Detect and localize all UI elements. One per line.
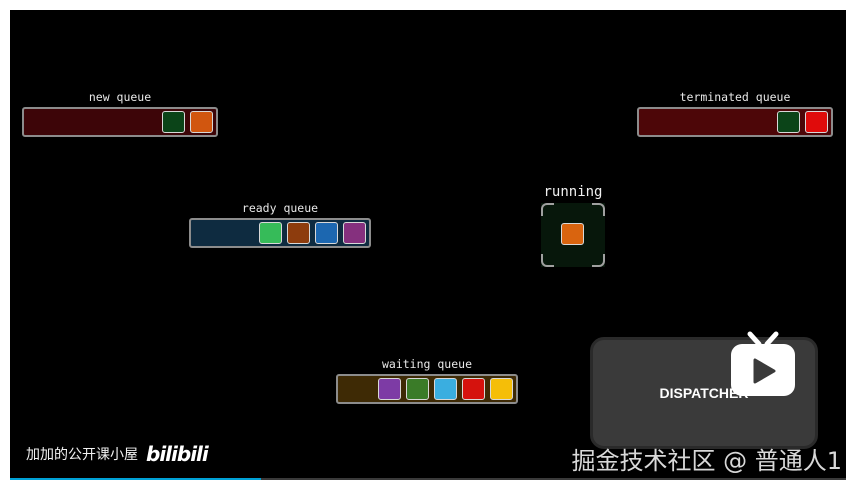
running-process [561, 223, 584, 245]
video-progress-bar[interactable] [10, 478, 846, 480]
running-slot [541, 203, 605, 267]
terminated-queue-process [777, 111, 800, 133]
ready-queue-label: ready queue [241, 201, 319, 215]
dispatcher-label: DISPATCHER [659, 385, 749, 401]
bilibili-tv-icon [731, 331, 795, 396]
terminated-queue-label: terminated queue [679, 90, 791, 104]
ready-queue [189, 218, 371, 248]
running-label: running [543, 184, 603, 200]
ready-queue-process [259, 222, 282, 244]
channel-name: 加加的公开课小屋 [26, 447, 138, 463]
waiting-queue-process [434, 378, 457, 400]
new-queue-label: new queue [88, 90, 152, 104]
new-queue [22, 107, 218, 137]
waiting-queue-process [490, 378, 513, 400]
waiting-queue-process [406, 378, 429, 400]
site-watermark: 掘金技术社区 @ 普通人1 [571, 447, 842, 475]
new-queue-process [190, 111, 213, 133]
waiting-queue-process [462, 378, 485, 400]
ready-queue-process [315, 222, 338, 244]
bilibili-logo: bilibili [146, 442, 209, 466]
channel-watermark: 加加的公开课小屋 bilibili [26, 442, 209, 466]
animation-canvas: new queue terminated queue ready queue r… [10, 10, 846, 480]
terminated-queue [637, 107, 833, 137]
terminated-queue-process [805, 111, 828, 133]
ready-queue-process [343, 222, 366, 244]
video-progress-fill [10, 478, 261, 480]
waiting-queue [336, 374, 518, 404]
ready-queue-process [287, 222, 310, 244]
waiting-queue-process [378, 378, 401, 400]
new-queue-process [162, 111, 185, 133]
waiting-queue-label: waiting queue [381, 357, 472, 371]
